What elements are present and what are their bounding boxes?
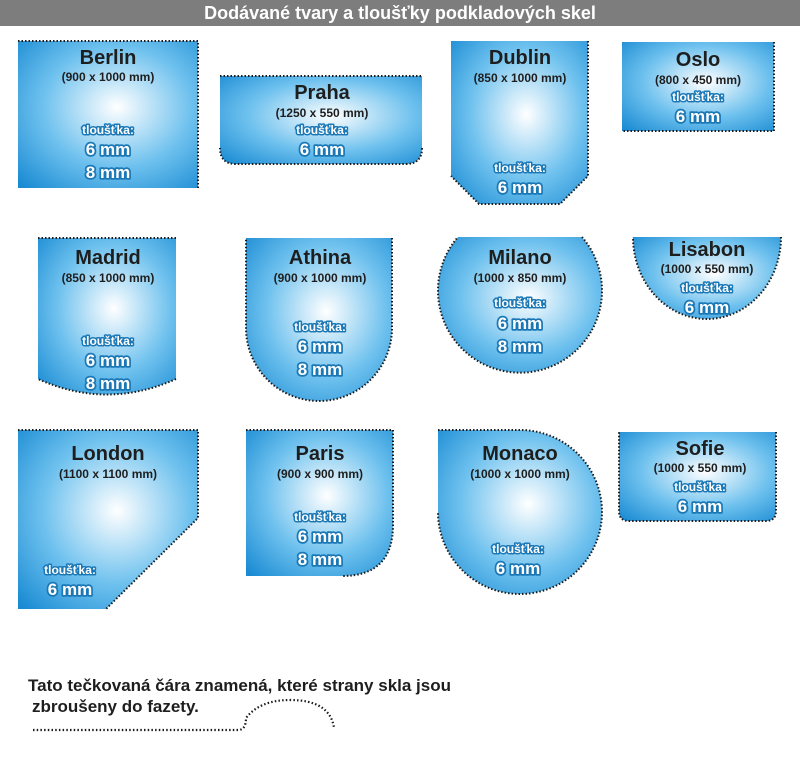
milano-name: Milano bbox=[488, 247, 551, 269]
oslo-name: Oslo bbox=[676, 49, 720, 71]
athina-thickness-1: 6 mm bbox=[298, 337, 342, 356]
madrid-thickness-2: 8 mm bbox=[86, 374, 130, 393]
oslo-thickness-1: 6 mm bbox=[676, 107, 720, 126]
sofie-thickness-label: tloušťka: bbox=[674, 480, 726, 494]
milano-glass bbox=[438, 237, 602, 373]
berlin-thickness-label: tloušťka: bbox=[82, 123, 134, 137]
monaco-glass bbox=[438, 430, 602, 594]
athina-dims: (900 x 1000 mm) bbox=[274, 271, 367, 285]
milano-bevel-edge bbox=[437, 236, 603, 374]
shape-london: London (1100 x 1100 mm) tloušťka: 6 mm bbox=[18, 429, 199, 610]
page-title: Dodávané tvary a tloušťky podkladových s… bbox=[0, 0, 800, 26]
paris-glass bbox=[246, 430, 393, 576]
monaco-thickness-1: 6 mm bbox=[496, 559, 540, 578]
shape-milano: Milano (1000 x 850 mm) tloušťka: 6 mm 8 … bbox=[437, 236, 603, 374]
monaco-bevel-edge bbox=[437, 429, 603, 595]
dublin-thickness-1: 6 mm bbox=[498, 178, 542, 197]
shape-sofie: Sofie (1000 x 550 mm) tloušťka: 6 mm bbox=[618, 432, 777, 522]
lisabon-glass bbox=[633, 237, 781, 319]
praha-dims: (1250 x 550 mm) bbox=[276, 106, 369, 120]
dublin-glass bbox=[451, 41, 588, 204]
legend: Tato tečkovaná čára znamená, které stran… bbox=[28, 675, 588, 717]
oslo-bevel-edge bbox=[622, 42, 775, 132]
oslo-dims: (800 x 450 mm) bbox=[655, 73, 741, 87]
praha-bevel-edge bbox=[219, 75, 423, 165]
berlin-bevel-edge bbox=[18, 40, 199, 188]
athina-thickness-label: tloušťka: bbox=[294, 320, 346, 334]
paris-bevel-edge bbox=[246, 429, 394, 577]
london-dims: (1100 x 1100 mm) bbox=[59, 467, 157, 481]
shape-paris: Paris (900 x 900 mm) tloušťka: 6 mm 8 mm bbox=[246, 429, 394, 577]
legend-dotted-line-sample bbox=[33, 698, 336, 732]
lisabon-dims: (1000 x 550 mm) bbox=[661, 262, 754, 276]
oslo-thickness-label: tloušťka: bbox=[672, 90, 724, 104]
legend-line-2: zbroušeny do fazety. bbox=[32, 697, 199, 716]
lisabon-name: Lisabon bbox=[669, 239, 746, 261]
berlin-dims: (900 x 1000 mm) bbox=[62, 70, 155, 84]
milano-dims: (1000 x 850 mm) bbox=[474, 271, 567, 285]
shape-praha: Praha (1250 x 550 mm) tloušťka: 6 mm bbox=[219, 75, 423, 165]
london-thickness-label: tloušťka: bbox=[44, 563, 96, 577]
paris-thickness-1: 6 mm bbox=[298, 527, 342, 546]
madrid-name: Madrid bbox=[75, 247, 141, 269]
london-bevel-edge bbox=[18, 429, 199, 610]
berlin-name: Berlin bbox=[80, 47, 137, 69]
sofie-dims: (1000 x 550 mm) bbox=[654, 461, 747, 475]
praha-thickness-label: tloušťka: bbox=[296, 123, 348, 137]
dublin-dims: (850 x 1000 mm) bbox=[474, 71, 567, 85]
oslo-glass bbox=[622, 42, 774, 131]
lisabon-thickness-1: 6 mm bbox=[685, 298, 729, 317]
lisabon-thickness-label: tloušťka: bbox=[681, 281, 733, 295]
madrid-glass bbox=[38, 238, 176, 395]
lisabon-bevel-edge bbox=[632, 236, 782, 320]
sofie-name: Sofie bbox=[676, 438, 725, 460]
paris-thickness-2: 8 mm bbox=[298, 550, 342, 569]
shape-berlin: Berlin (900 x 1000 mm) tloušťka: 6 mm 8 … bbox=[18, 40, 199, 188]
sofie-thickness-1: 6 mm bbox=[678, 497, 722, 516]
milano-thickness-2: 8 mm bbox=[498, 337, 542, 356]
athina-name: Athina bbox=[289, 247, 352, 269]
athina-glass bbox=[246, 238, 392, 401]
madrid-dims: (850 x 1000 mm) bbox=[62, 271, 155, 285]
madrid-bevel-edge bbox=[37, 237, 177, 396]
monaco-name: Monaco bbox=[482, 443, 558, 465]
shape-oslo: Oslo (800 x 450 mm) tloušťka: 6 mm bbox=[622, 42, 775, 132]
berlin-thickness-2: 8 mm bbox=[86, 163, 130, 182]
legend-line-1: Tato tečkovaná čára znamená, které stran… bbox=[28, 676, 451, 695]
praha-name: Praha bbox=[294, 82, 350, 104]
paris-dims: (900 x 900 mm) bbox=[277, 467, 363, 481]
athina-bevel-edge bbox=[245, 238, 393, 402]
monaco-dims: (1000 x 1000 mm) bbox=[470, 467, 569, 481]
milano-thickness-1: 6 mm bbox=[498, 314, 542, 333]
shape-monaco: Monaco (1000 x 1000 mm) tloušťka: 6 mm bbox=[437, 429, 603, 595]
shape-madrid: Madrid (850 x 1000 mm) tloušťka: 6 mm 8 … bbox=[37, 237, 177, 396]
athina-thickness-2: 8 mm bbox=[298, 360, 342, 379]
milano-thickness-label: tloušťka: bbox=[494, 296, 546, 310]
monaco-thickness-label: tloušťka: bbox=[492, 542, 544, 556]
dublin-name: Dublin bbox=[489, 47, 551, 69]
paris-thickness-label: tloušťka: bbox=[294, 510, 346, 524]
paris-name: Paris bbox=[296, 443, 345, 465]
berlin-thickness-1: 6 mm bbox=[86, 140, 130, 159]
shape-athina: Athina (900 x 1000 mm) tloušťka: 6 mm 8 … bbox=[245, 238, 393, 402]
madrid-thickness-label: tloušťka: bbox=[82, 334, 134, 348]
london-name: London bbox=[71, 443, 144, 465]
dublin-thickness-label: tloušťka: bbox=[494, 161, 546, 175]
praha-thickness-1: 6 mm bbox=[300, 140, 344, 159]
london-glass bbox=[18, 430, 198, 609]
sofie-glass bbox=[619, 432, 776, 521]
shape-dublin: Dublin (850 x 1000 mm) tloušťka: 6 mm bbox=[450, 41, 589, 205]
shape-lisabon: Lisabon (1000 x 550 mm) tloušťka: 6 mm bbox=[632, 236, 782, 320]
madrid-thickness-1: 6 mm bbox=[86, 351, 130, 370]
berlin-glass bbox=[18, 41, 198, 188]
praha-glass bbox=[220, 76, 422, 164]
london-thickness-1: 6 mm bbox=[48, 580, 92, 599]
